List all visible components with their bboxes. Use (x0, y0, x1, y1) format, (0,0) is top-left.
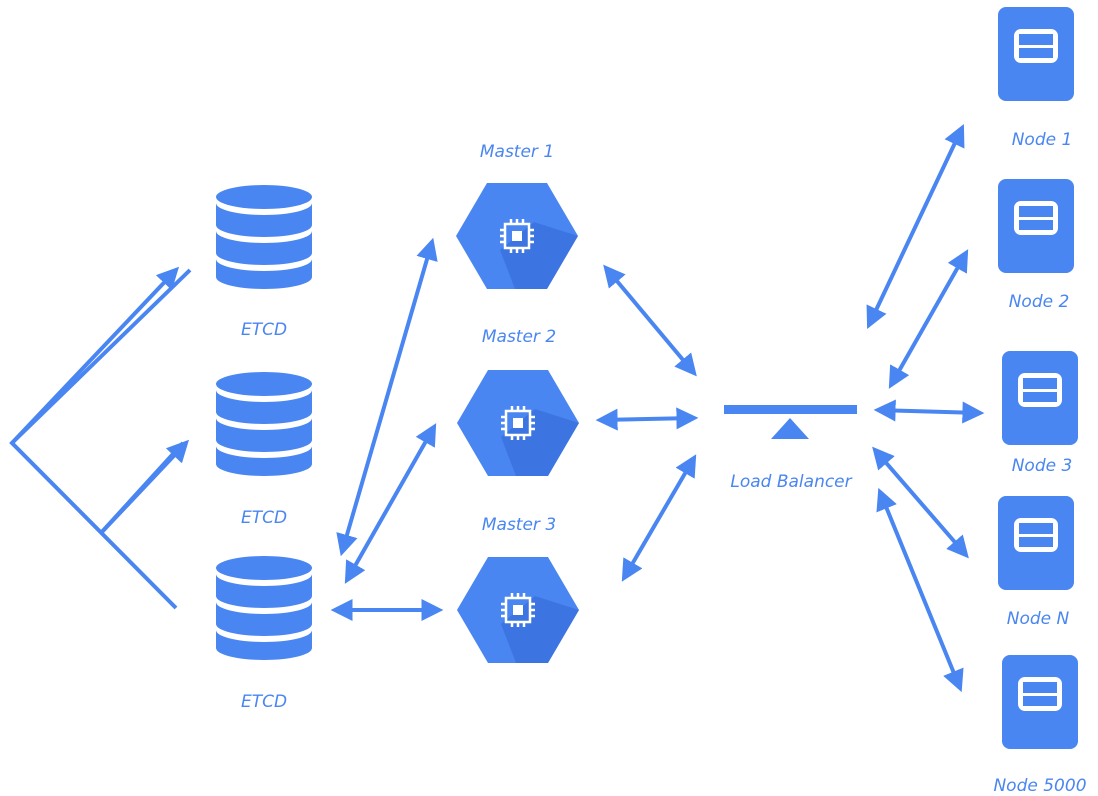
load-balancer-icon (724, 405, 857, 439)
lb-nodeN-link (872, 446, 969, 559)
node-label: Node 5000 (993, 776, 1086, 796)
node-label: Node N (1007, 609, 1070, 629)
load-balancer-label: Load Balancer (730, 472, 852, 492)
master-label: Master 2 (482, 327, 556, 347)
lb-node1-link (866, 124, 965, 329)
master-label: Master 1 (480, 142, 554, 162)
lb-node3-link (873, 399, 985, 424)
server-icon (998, 496, 1074, 590)
etcd-label: ETCD (241, 692, 287, 712)
etcd3-master2-link (344, 423, 437, 584)
cpu-chip-icon (457, 557, 579, 663)
server-icon (1002, 351, 1078, 445)
master1-lb-link (603, 264, 697, 377)
etcd3-master1-link (336, 237, 438, 557)
master-lb-links (595, 264, 699, 582)
lb-node5000-link (876, 487, 964, 693)
etcd-label: ETCD (241, 320, 287, 340)
master3-lb-link (621, 454, 697, 582)
cpu-chip-icon (457, 370, 579, 476)
node-label: Node 2 (1009, 292, 1070, 312)
lb-node2-link (888, 249, 969, 389)
master-group: Master 1 Master 2 Master 3 (456, 142, 579, 663)
node-label: Node 1 (1012, 130, 1073, 150)
node-label: Node 3 (1012, 456, 1073, 476)
database-icon (216, 372, 312, 476)
database-icon (216, 185, 312, 289)
server-icon (998, 179, 1074, 273)
etcd-master-links (330, 237, 444, 621)
server-icon (998, 7, 1074, 101)
node-group: Node 1 Node 2 Node 3 Node N Node 5000 (993, 7, 1087, 796)
load-balancer: Load Balancer (724, 405, 857, 492)
cpu-chip-icon (456, 183, 578, 289)
lb-node-links (866, 124, 985, 693)
etcd-label: ETCD (241, 508, 287, 528)
database-icon (216, 556, 312, 660)
etcd-group: ETCD ETCD ETCD (216, 185, 312, 712)
master-label: Master 3 (482, 515, 556, 535)
server-icon (1002, 655, 1078, 749)
etcd-fanout-connector (9, 266, 192, 610)
master2-lb-link (595, 407, 699, 431)
